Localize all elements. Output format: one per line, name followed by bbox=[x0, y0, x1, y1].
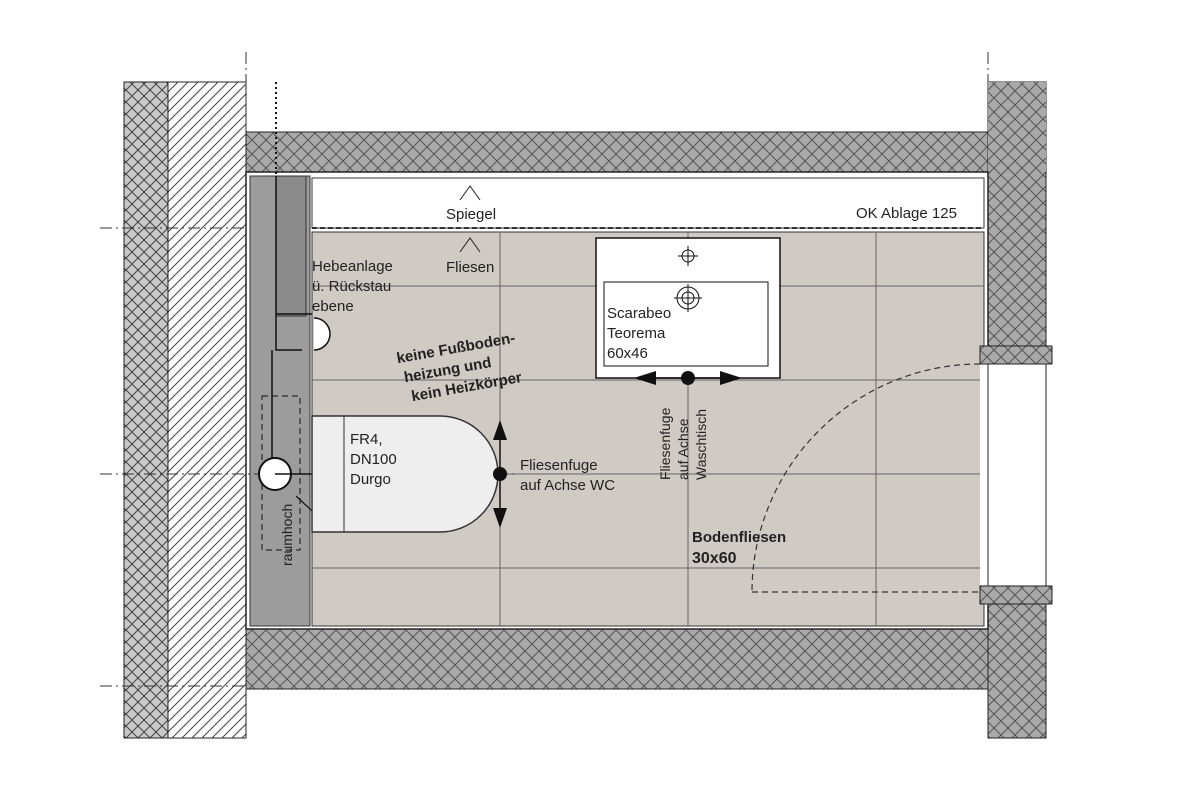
tap-icon bbox=[678, 246, 698, 266]
label-lift-3: ebene bbox=[312, 298, 354, 315]
wall-top bbox=[245, 131, 989, 173]
label-basin-3: 60x46 bbox=[607, 345, 648, 362]
label-lift-1: Hebeanlage bbox=[312, 258, 393, 275]
label-joint-wc-2: auf Achse WC bbox=[520, 477, 615, 494]
drain-icon bbox=[674, 284, 702, 312]
basin-arrow-right bbox=[720, 371, 742, 385]
window-jamb-top bbox=[979, 345, 1053, 365]
basin-arrow-left bbox=[634, 371, 656, 385]
label-lift-2: ü. Rückstau bbox=[312, 278, 391, 295]
label-wc-2: DN100 bbox=[350, 451, 397, 468]
mirror-strip bbox=[311, 177, 985, 229]
label-joint-basin-1: Fliesenfuge bbox=[657, 407, 673, 480]
wall-right-lower bbox=[987, 593, 1047, 739]
label-wc-1: FR4, bbox=[350, 431, 383, 448]
mirror-chevron-icon bbox=[459, 185, 481, 201]
label-floor-tiles-2: 30x60 bbox=[692, 550, 737, 567]
label-floor-tiles-1: Bodenfliesen bbox=[692, 529, 786, 546]
label-basin-1: Scarabeo bbox=[607, 305, 671, 322]
wc-arrow-down bbox=[493, 508, 507, 528]
label-joint-basin-3: Waschtisch bbox=[693, 409, 709, 480]
door-swing-arc bbox=[751, 363, 981, 593]
window-opening bbox=[980, 352, 1052, 594]
insulation-wall-left bbox=[167, 81, 247, 739]
pipe bbox=[275, 176, 312, 351]
tiles-chevron-icon bbox=[459, 237, 481, 253]
window-jamb-bottom bbox=[979, 585, 1053, 605]
wc-bowl bbox=[311, 415, 499, 533]
outer-wall-left bbox=[123, 81, 169, 739]
label-room-high: raumhoch bbox=[279, 504, 295, 566]
washbasin-inner bbox=[603, 281, 769, 367]
label-shelf: OK Ablage 125 bbox=[856, 205, 957, 222]
lift-unit-semicircle bbox=[313, 317, 331, 351]
label-mirror: Spiegel bbox=[446, 206, 496, 223]
wall-bottom bbox=[245, 628, 989, 690]
wall-right-top-cap bbox=[988, 82, 1046, 172]
installation-wall-inner bbox=[275, 175, 307, 317]
pipe-dashed-box bbox=[261, 395, 301, 551]
label-joint-wc-1: Fliesenfuge bbox=[520, 457, 598, 474]
label-wc-3: Durgo bbox=[350, 471, 391, 488]
label-joint-basin-2: auf Achse bbox=[675, 418, 691, 480]
wc-arrow-up bbox=[493, 420, 507, 440]
label-basin-2: Teorema bbox=[607, 325, 666, 342]
note-joint-basin: Fliesenfuge auf Achse Waschtisch bbox=[657, 407, 709, 480]
label-tiles-wall: Fliesen bbox=[446, 259, 494, 276]
